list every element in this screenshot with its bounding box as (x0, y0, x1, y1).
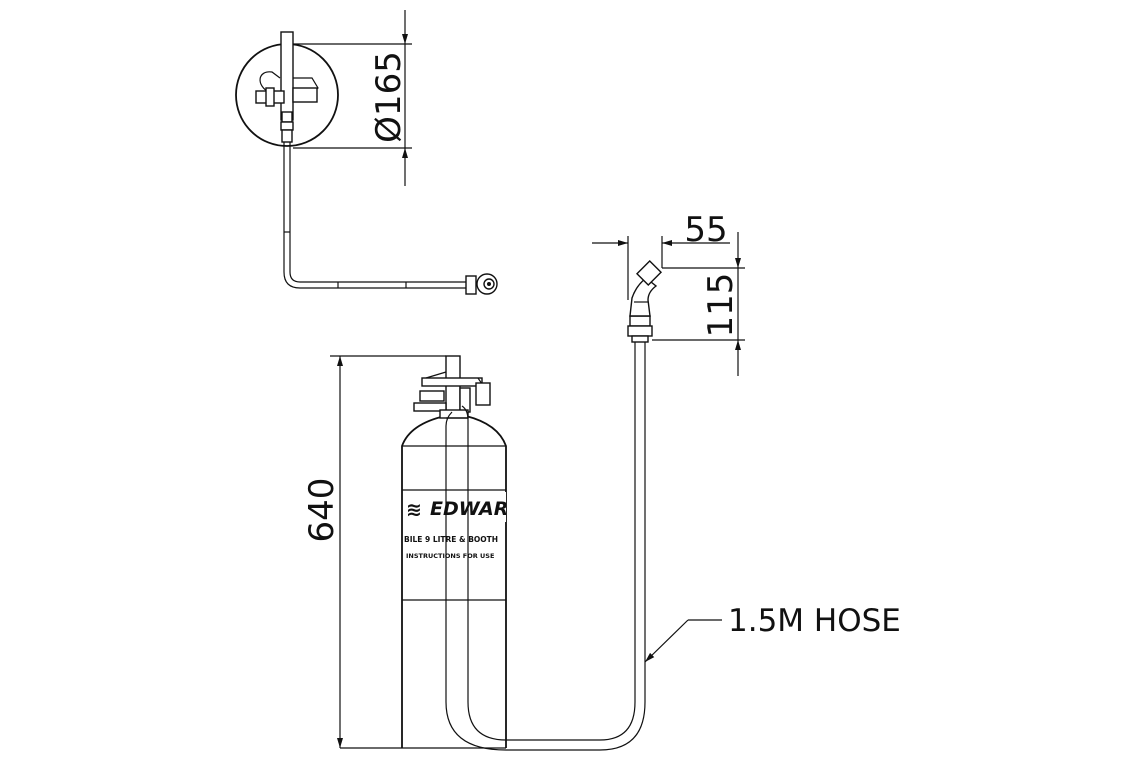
width-dimension: 55 (592, 210, 730, 300)
cylinder-height-dimension: 640 (302, 355, 446, 748)
label-line-2: INSTRUCTIONS FOR USE (406, 552, 494, 560)
brand-text: EDWARD (430, 498, 524, 520)
cylinder-height-dimension-text: 640 (302, 478, 342, 543)
hose (461, 340, 636, 741)
top-view-valve-stem (280, 31, 294, 121)
front-view: ≋ EDWARD BILE 9 LITRE & BOOTH INSTRUCTIO… (340, 259, 663, 751)
diameter-dimension: Ø165 (293, 10, 412, 186)
valve-assembly (413, 355, 491, 419)
nozzle (627, 259, 663, 343)
hose-callout-text: 1.5M HOSE (728, 603, 901, 639)
label-line-1: BILE 9 LITRE & BOOTH (404, 535, 498, 544)
cylinder-body (401, 415, 507, 748)
nozzle-height-dimension: 115 (652, 232, 745, 376)
wave-logo-icon: ≋ (406, 499, 422, 521)
width-dimension-text: 55 (684, 210, 727, 250)
diameter-dimension-text: Ø165 (369, 51, 409, 143)
nozzle-height-dimension-text: 115 (701, 273, 741, 338)
top-view-hose (283, 142, 468, 289)
top-view (235, 31, 498, 295)
hose-callout: 1.5M HOSE (644, 603, 901, 663)
